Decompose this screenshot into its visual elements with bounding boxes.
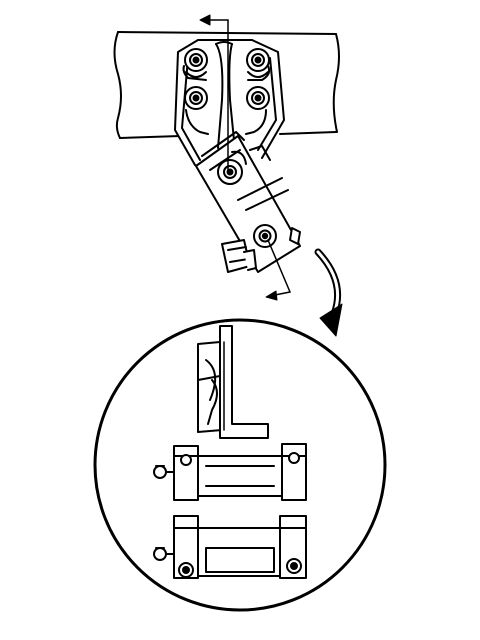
lower-left-bolt bbox=[178, 562, 194, 578]
bolt-lower-left bbox=[184, 86, 208, 110]
grease-fitting-upper bbox=[153, 465, 175, 479]
bolt-upper-right bbox=[246, 48, 270, 72]
arm-pivot-bolt bbox=[253, 224, 301, 248]
lower-right-bolt bbox=[286, 558, 302, 574]
grease-fitting-lower bbox=[153, 547, 175, 561]
mounting-bolts bbox=[184, 48, 270, 110]
section-line-arrows bbox=[199, 14, 291, 301]
upper-right-bolt bbox=[288, 452, 300, 464]
upper-left-bolt bbox=[180, 454, 192, 466]
upper-clamp-block bbox=[173, 443, 307, 501]
end-clamp bbox=[221, 239, 257, 273]
bolt-lower-right bbox=[246, 86, 270, 110]
grease-fittings bbox=[153, 465, 175, 561]
lower-clamp-block bbox=[173, 515, 307, 579]
detail-callout-arrow bbox=[314, 248, 343, 337]
bolt-upper-left bbox=[184, 48, 208, 72]
detail-angle-bracket bbox=[197, 325, 269, 439]
hinge-pivot-bolt bbox=[217, 159, 243, 185]
frame-rail bbox=[113, 31, 340, 139]
